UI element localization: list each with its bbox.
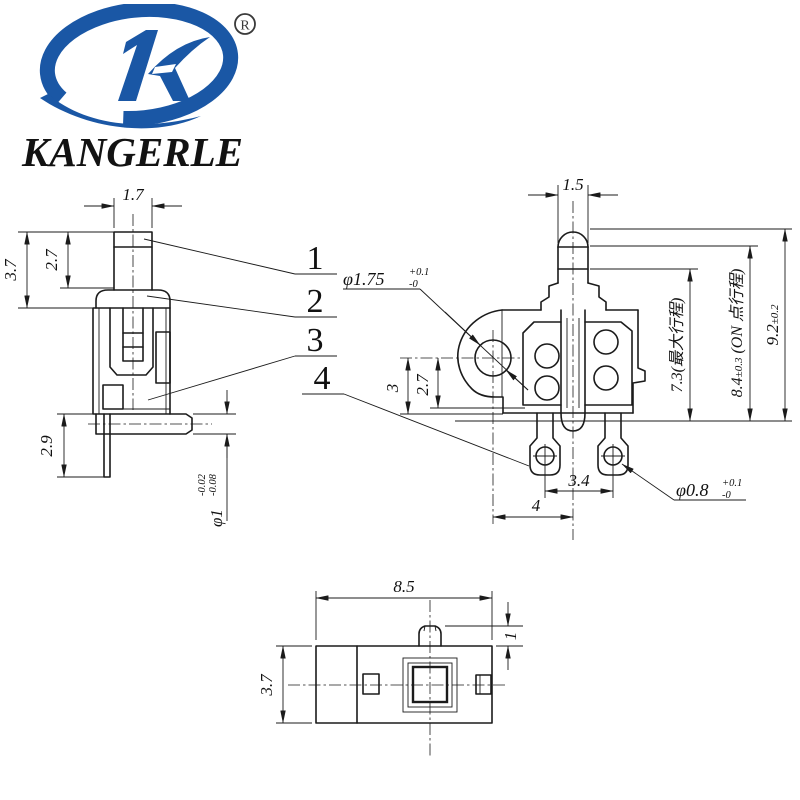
- dim-bottom-depth: 3.7: [257, 673, 276, 697]
- brand-logo: R: [39, 4, 256, 129]
- dim-front-pin-dia-tol-up: -0.02: [197, 473, 208, 496]
- view-bottom: 8.5 3.7 1: [257, 577, 523, 757]
- view-side: 1.5 φ1.75 +0.1 -0 3 2.7 3.4 4: [343, 175, 792, 540]
- brand-name: KANGERLE: [22, 129, 243, 175]
- dim-side-terminal-tol-up: +0.1: [722, 478, 742, 489]
- dim-side-terminal-tol-dn: -0: [722, 490, 731, 501]
- logo-ellipse-mark: [39, 4, 239, 129]
- view-front: 1.7 3.7 2.7 2.9 φ1 -0.02 -0.08: [1, 185, 236, 527]
- logo-glyph-1: [118, 30, 158, 101]
- callout-1: 1: [307, 240, 324, 277]
- dim-front-pin-dia: φ1: [207, 509, 226, 527]
- dim-side-center-height2: 2.7: [413, 373, 432, 396]
- dim-side-total-value: 9.2: [763, 324, 782, 346]
- dim-side-travel-max: 7.3(最大行程): [668, 298, 686, 393]
- dim-side-terminal-pitch: 3.4: [567, 471, 590, 490]
- dim-front-pin-dia-tol-dn: -0.08: [208, 473, 219, 496]
- dim-bottom-width: 8.5: [393, 577, 414, 596]
- dim-front-plunger: 2.7: [42, 248, 61, 271]
- dim-side-travel-on: 8.4±0.3 (ON 点行程): [728, 269, 746, 398]
- dim-front-pin-length: 2.9: [37, 435, 56, 457]
- callout-2: 2: [307, 283, 324, 320]
- logo-glyph-cut: [152, 64, 176, 74]
- dim-side-total-height: 9.2±0.2: [763, 304, 782, 346]
- registered-mark-icon: R: [234, 13, 256, 35]
- dim-side-total-tol: ±0.2: [769, 304, 781, 324]
- callout-3: 3: [307, 322, 324, 359]
- dim-side-width: 1.5: [562, 175, 583, 194]
- part-callouts: 1 2 3 4: [143, 238, 530, 467]
- dim-side-travel-on-tol: ±0.3: [733, 357, 745, 377]
- callout-4: 4: [314, 360, 331, 397]
- dim-side-offset: 4: [532, 496, 541, 515]
- dim-front-width: 1.7: [122, 185, 145, 204]
- dim-side-terminal-dia: φ0.8: [676, 480, 708, 500]
- dim-side-hole: φ1.75: [343, 269, 384, 289]
- registered-letter: R: [240, 19, 250, 34]
- dim-side-hole-tol-up: +0.1: [409, 267, 429, 278]
- dim-side-center-height: 3: [383, 384, 402, 394]
- dim-side-hole-tol-dn: -0: [409, 279, 418, 290]
- dim-side-travel-on-value: 8.4: [729, 377, 746, 397]
- logo-swoosh: [40, 94, 201, 129]
- dim-bottom-button-height: 1: [501, 632, 520, 641]
- dim-front-height: 3.7: [1, 258, 20, 282]
- dim-side-travel-on-suffix: (ON 点行程): [728, 269, 746, 358]
